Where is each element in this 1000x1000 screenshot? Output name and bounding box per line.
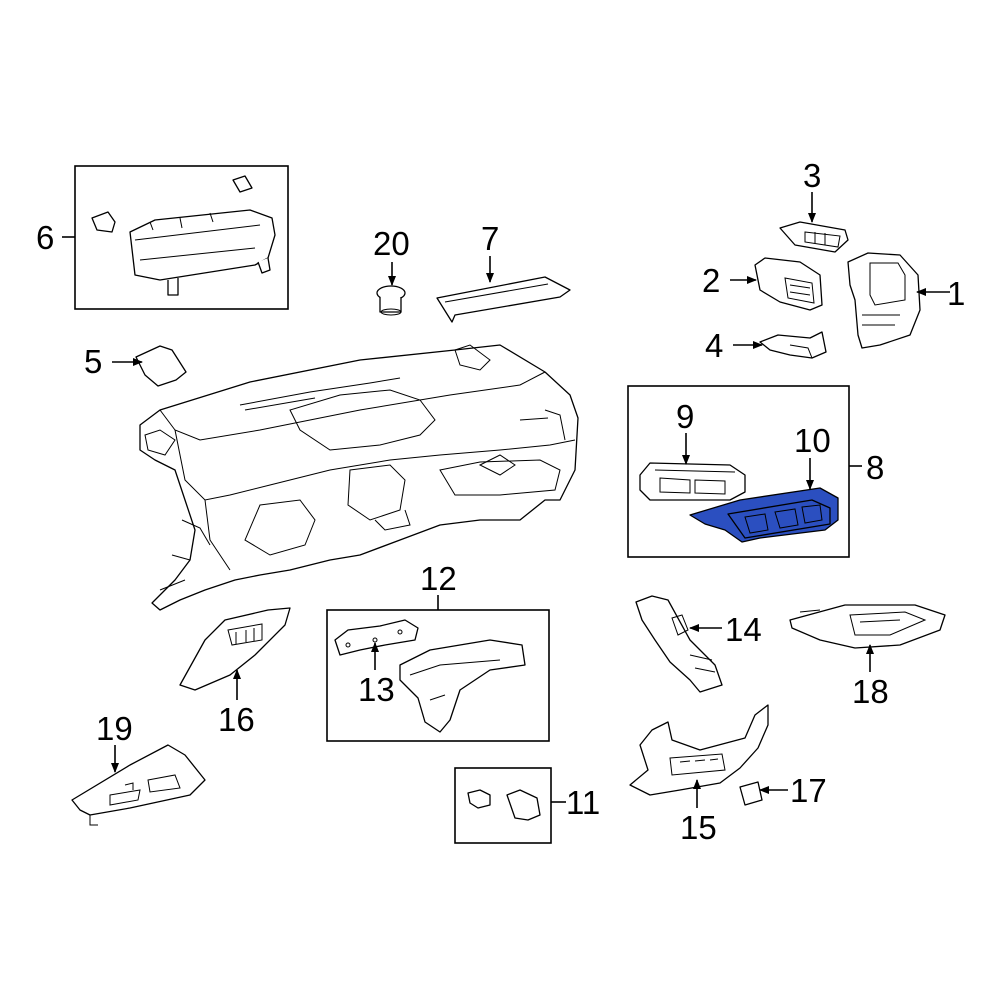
- callout-6: 6: [36, 219, 54, 256]
- callout-19: 19: [96, 710, 133, 747]
- callout-16: 16: [218, 701, 255, 738]
- part-3-vent: [779, 221, 849, 253]
- part-19-panel: [71, 744, 206, 826]
- part-18-panel: [789, 604, 946, 649]
- part-6-glove-box: [91, 175, 276, 296]
- part-4-bracket: [759, 331, 827, 359]
- callout-18: 18: [852, 673, 889, 710]
- instrument-panel: [139, 344, 579, 611]
- callout-9: 9: [676, 398, 694, 435]
- part-14-trim: [635, 595, 723, 693]
- callout-2: 2: [702, 262, 720, 299]
- leader-lines: [62, 192, 950, 808]
- part-16-panel: [179, 607, 291, 691]
- part-10-highlighted: [689, 487, 839, 543]
- callout-8: 8: [866, 449, 884, 486]
- part-2-vent: [754, 257, 823, 311]
- callout-1: 1: [947, 275, 965, 312]
- part-12-cover: [399, 639, 526, 733]
- callouts: 1 2 3 4 5 6 7 8 9 10 11 12 13 14 15 16 1…: [36, 157, 965, 846]
- callout-13: 13: [358, 671, 395, 708]
- callout-17: 17: [790, 772, 827, 809]
- group-box-11: [454, 767, 552, 844]
- callout-5: 5: [84, 343, 102, 380]
- callout-4: 4: [705, 327, 723, 364]
- callout-3: 3: [803, 157, 821, 194]
- part-5-cover: [135, 345, 187, 387]
- part-9-vent: [639, 462, 746, 501]
- part-17-cover: [739, 781, 763, 806]
- callout-14: 14: [725, 611, 762, 648]
- group-box-8: [627, 385, 850, 558]
- part-20-clip: [376, 285, 406, 316]
- callout-11: 11: [566, 784, 600, 821]
- callout-7: 7: [481, 220, 499, 257]
- part-15-console: [629, 704, 769, 796]
- part-10-face: [727, 499, 831, 539]
- part-13-trim-strip: [334, 619, 419, 656]
- callout-20: 20: [373, 225, 410, 262]
- part-7-panel: [436, 276, 571, 323]
- part-11-clips: [467, 789, 541, 821]
- callout-12: 12: [420, 560, 457, 597]
- callout-15: 15: [680, 809, 717, 846]
- part-1-bezel: [847, 252, 921, 349]
- callout-10: 10: [794, 422, 831, 459]
